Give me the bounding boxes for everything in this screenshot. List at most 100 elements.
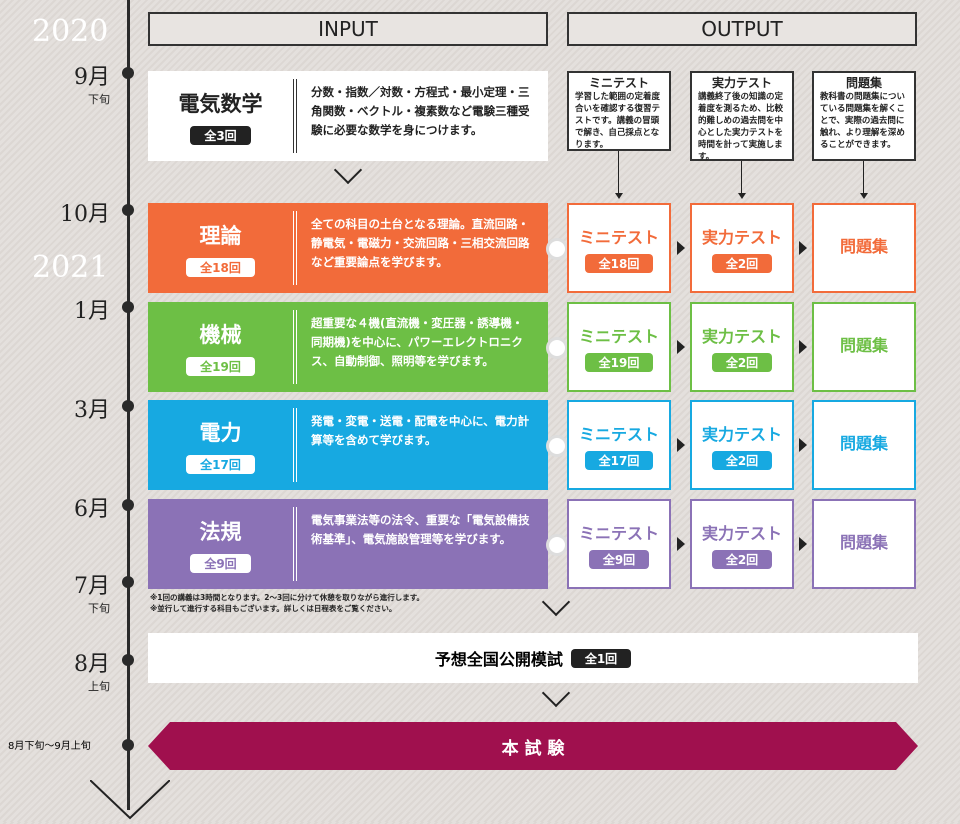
explain-box: 実力テスト講義終了後の知識の定着度を測るため、比較的難しめの過去問を中心とした実… — [690, 71, 794, 162]
arrow-down-icon — [615, 193, 623, 199]
workbook-box: 問題集 — [812, 302, 916, 392]
label: 下旬 — [88, 93, 110, 106]
year-2020: 2020 — [32, 14, 109, 49]
label: 全18回 — [584, 253, 654, 273]
workbook-box: 問題集 — [812, 499, 916, 589]
workbook-box: 問題集 — [812, 400, 916, 490]
month-label: 3月 — [30, 392, 110, 424]
label: 上旬 — [88, 680, 110, 693]
label: ミニテスト — [578, 227, 659, 247]
arrow-right-icon — [799, 438, 807, 452]
intro-box: 電気数学全3回 分数・指数／対数・方程式・最小定理・三角関数・ベクトル・複素数な… — [148, 71, 548, 161]
label: 問題集 — [845, 76, 882, 90]
label: 全9回 — [588, 549, 650, 569]
timeline-dot — [122, 67, 134, 79]
skill-test-box: 実力テスト全2回 — [690, 302, 794, 392]
label: 実力テスト — [701, 424, 782, 444]
label: 学習した範囲の定着度合いを確認する復習テストです。講義の冒頭で解き、自己採点とな… — [575, 92, 661, 150]
timeline-dot — [122, 400, 134, 412]
arrow-right-icon — [799, 241, 807, 255]
label: 講義終了後の知識の定着度を測るため、比較的難しめの過去問を中心とした実力テストを… — [698, 92, 784, 162]
timeline-dot — [122, 739, 134, 751]
intro-desc: 分数・指数／対数・方程式・最小定理・三角関数・ベクトル・複素数など電験三種受験に… — [311, 85, 530, 137]
exam-title: 本 試 験 — [501, 738, 565, 759]
label: 問題集 — [839, 237, 888, 256]
label: 実力テスト — [701, 326, 782, 346]
output-header: OUTPUT — [567, 12, 917, 46]
label: 6月 — [74, 497, 110, 522]
arrow-down-icon — [738, 193, 746, 199]
label: 実力テスト — [701, 227, 782, 247]
explain-box: 問題集教科書の問題集についている問題集を解くことで、実際の過去問に触れ、より理解… — [812, 71, 916, 161]
month-label: 6月 — [30, 491, 110, 523]
label: 実力テスト — [711, 76, 772, 90]
label: 全17回 — [584, 450, 654, 470]
subject-title: 法規 — [199, 519, 242, 544]
label: 問題集 — [839, 533, 888, 552]
notes: ※1回の講義は3時間となります。2～3回に分けて休憩を取りながら進行します。※並… — [150, 592, 424, 614]
cycle-icon — [546, 337, 568, 359]
input-header: INPUT — [148, 12, 548, 46]
arrow-right-icon — [677, 340, 685, 354]
label: 全2回 — [711, 549, 773, 569]
subject-count: 全19回 — [186, 356, 255, 376]
arrow-right-icon — [799, 340, 807, 354]
mini-test-box: ミニテスト全17回 — [567, 400, 671, 490]
timeline-dot — [122, 499, 134, 511]
intro-count: 全3回 — [190, 125, 251, 145]
subject-title: 理論 — [199, 223, 242, 248]
note: ※1回の講義は3時間となります。2～3回に分けて休憩を取りながら進行します。 — [150, 593, 424, 602]
month-label: 8月上旬 — [30, 646, 110, 694]
month-label: 8月下旬～9月上旬 — [8, 741, 91, 752]
skill-test-box: 実力テスト全2回 — [690, 203, 794, 293]
skill-test-box: 実力テスト全2回 — [690, 499, 794, 589]
cycle-icon — [546, 435, 568, 457]
main-exam-banner: 本 試 験 — [148, 722, 918, 770]
label: 1月 — [74, 299, 110, 324]
month-label: 7月下旬 — [30, 568, 110, 616]
subject-desc: 超重要な４機(直流機・変圧器・誘導機・同期機)を中心に、パワーエレクトロニクス、… — [311, 316, 524, 368]
mock-count: 全1回 — [570, 648, 632, 668]
arrow-right-icon — [799, 537, 807, 551]
subject-box: 法規全9回 電気事業法等の法令、重要な「電気設備技術基準」、電気施設管理等を学び… — [148, 499, 548, 589]
year-2021: 2021 — [32, 250, 109, 285]
subject-count: 全9回 — [190, 553, 251, 573]
label: ミニテスト — [578, 424, 659, 444]
label: 実力テスト — [701, 523, 782, 543]
timeline-dot — [122, 576, 134, 588]
arrow-right-icon — [677, 537, 685, 551]
label: 10月 — [60, 202, 110, 227]
subject-box: 電力全17回 発電・変電・送電・配電を中心に、電力計算等を含めて学びます。 — [148, 400, 548, 490]
label: 8月 — [74, 652, 110, 677]
bottom-arrow-icon — [89, 779, 171, 820]
workbook-box: 問題集 — [812, 203, 916, 293]
chevron-down-icon — [541, 587, 571, 617]
month-label: 1月 — [30, 293, 110, 325]
label: ミニテスト — [578, 326, 659, 346]
chevron-down-icon — [541, 678, 571, 708]
mini-test-box: ミニテスト全19回 — [567, 302, 671, 392]
label: 問題集 — [839, 434, 888, 453]
label: 9月 — [74, 65, 110, 90]
label: 全2回 — [711, 352, 773, 372]
label: 全19回 — [584, 352, 654, 372]
arrow-right-icon — [677, 438, 685, 452]
subject-count: 全17回 — [186, 454, 255, 474]
label: 3月 — [74, 398, 110, 423]
mock-title: 予想全国公開模試 — [434, 650, 563, 669]
label: 教科書の問題集についている問題集を解くことで、実際の過去問に触れ、より理解を深め… — [820, 92, 906, 150]
label: 問題集 — [839, 336, 888, 355]
mock-exam-box: 予想全国公開模試全1回 — [148, 633, 918, 683]
subject-title: 機械 — [199, 322, 242, 347]
explain-box: ミニテスト学習した範囲の定着度合いを確認する復習テストです。講義の冒頭で解き、自… — [567, 71, 671, 151]
subject-desc: 全ての科目の土台となる理論。直流回路・静電気・電磁力・交流回路・三相交流回路など… — [311, 217, 530, 269]
subject-count: 全18回 — [186, 257, 255, 277]
subject-box: 理論全18回 全ての科目の土台となる理論。直流回路・静電気・電磁力・交流回路・三… — [148, 203, 548, 293]
cycle-icon — [546, 534, 568, 556]
subject-box: 機械全19回 超重要な４機(直流機・変圧器・誘導機・同期機)を中心に、パワーエレ… — [148, 302, 548, 392]
mini-test-box: ミニテスト全18回 — [567, 203, 671, 293]
arrow-right-icon — [677, 241, 685, 255]
cycle-icon — [546, 238, 568, 260]
subject-title: 電力 — [199, 420, 242, 445]
timeline-dot — [122, 301, 134, 313]
